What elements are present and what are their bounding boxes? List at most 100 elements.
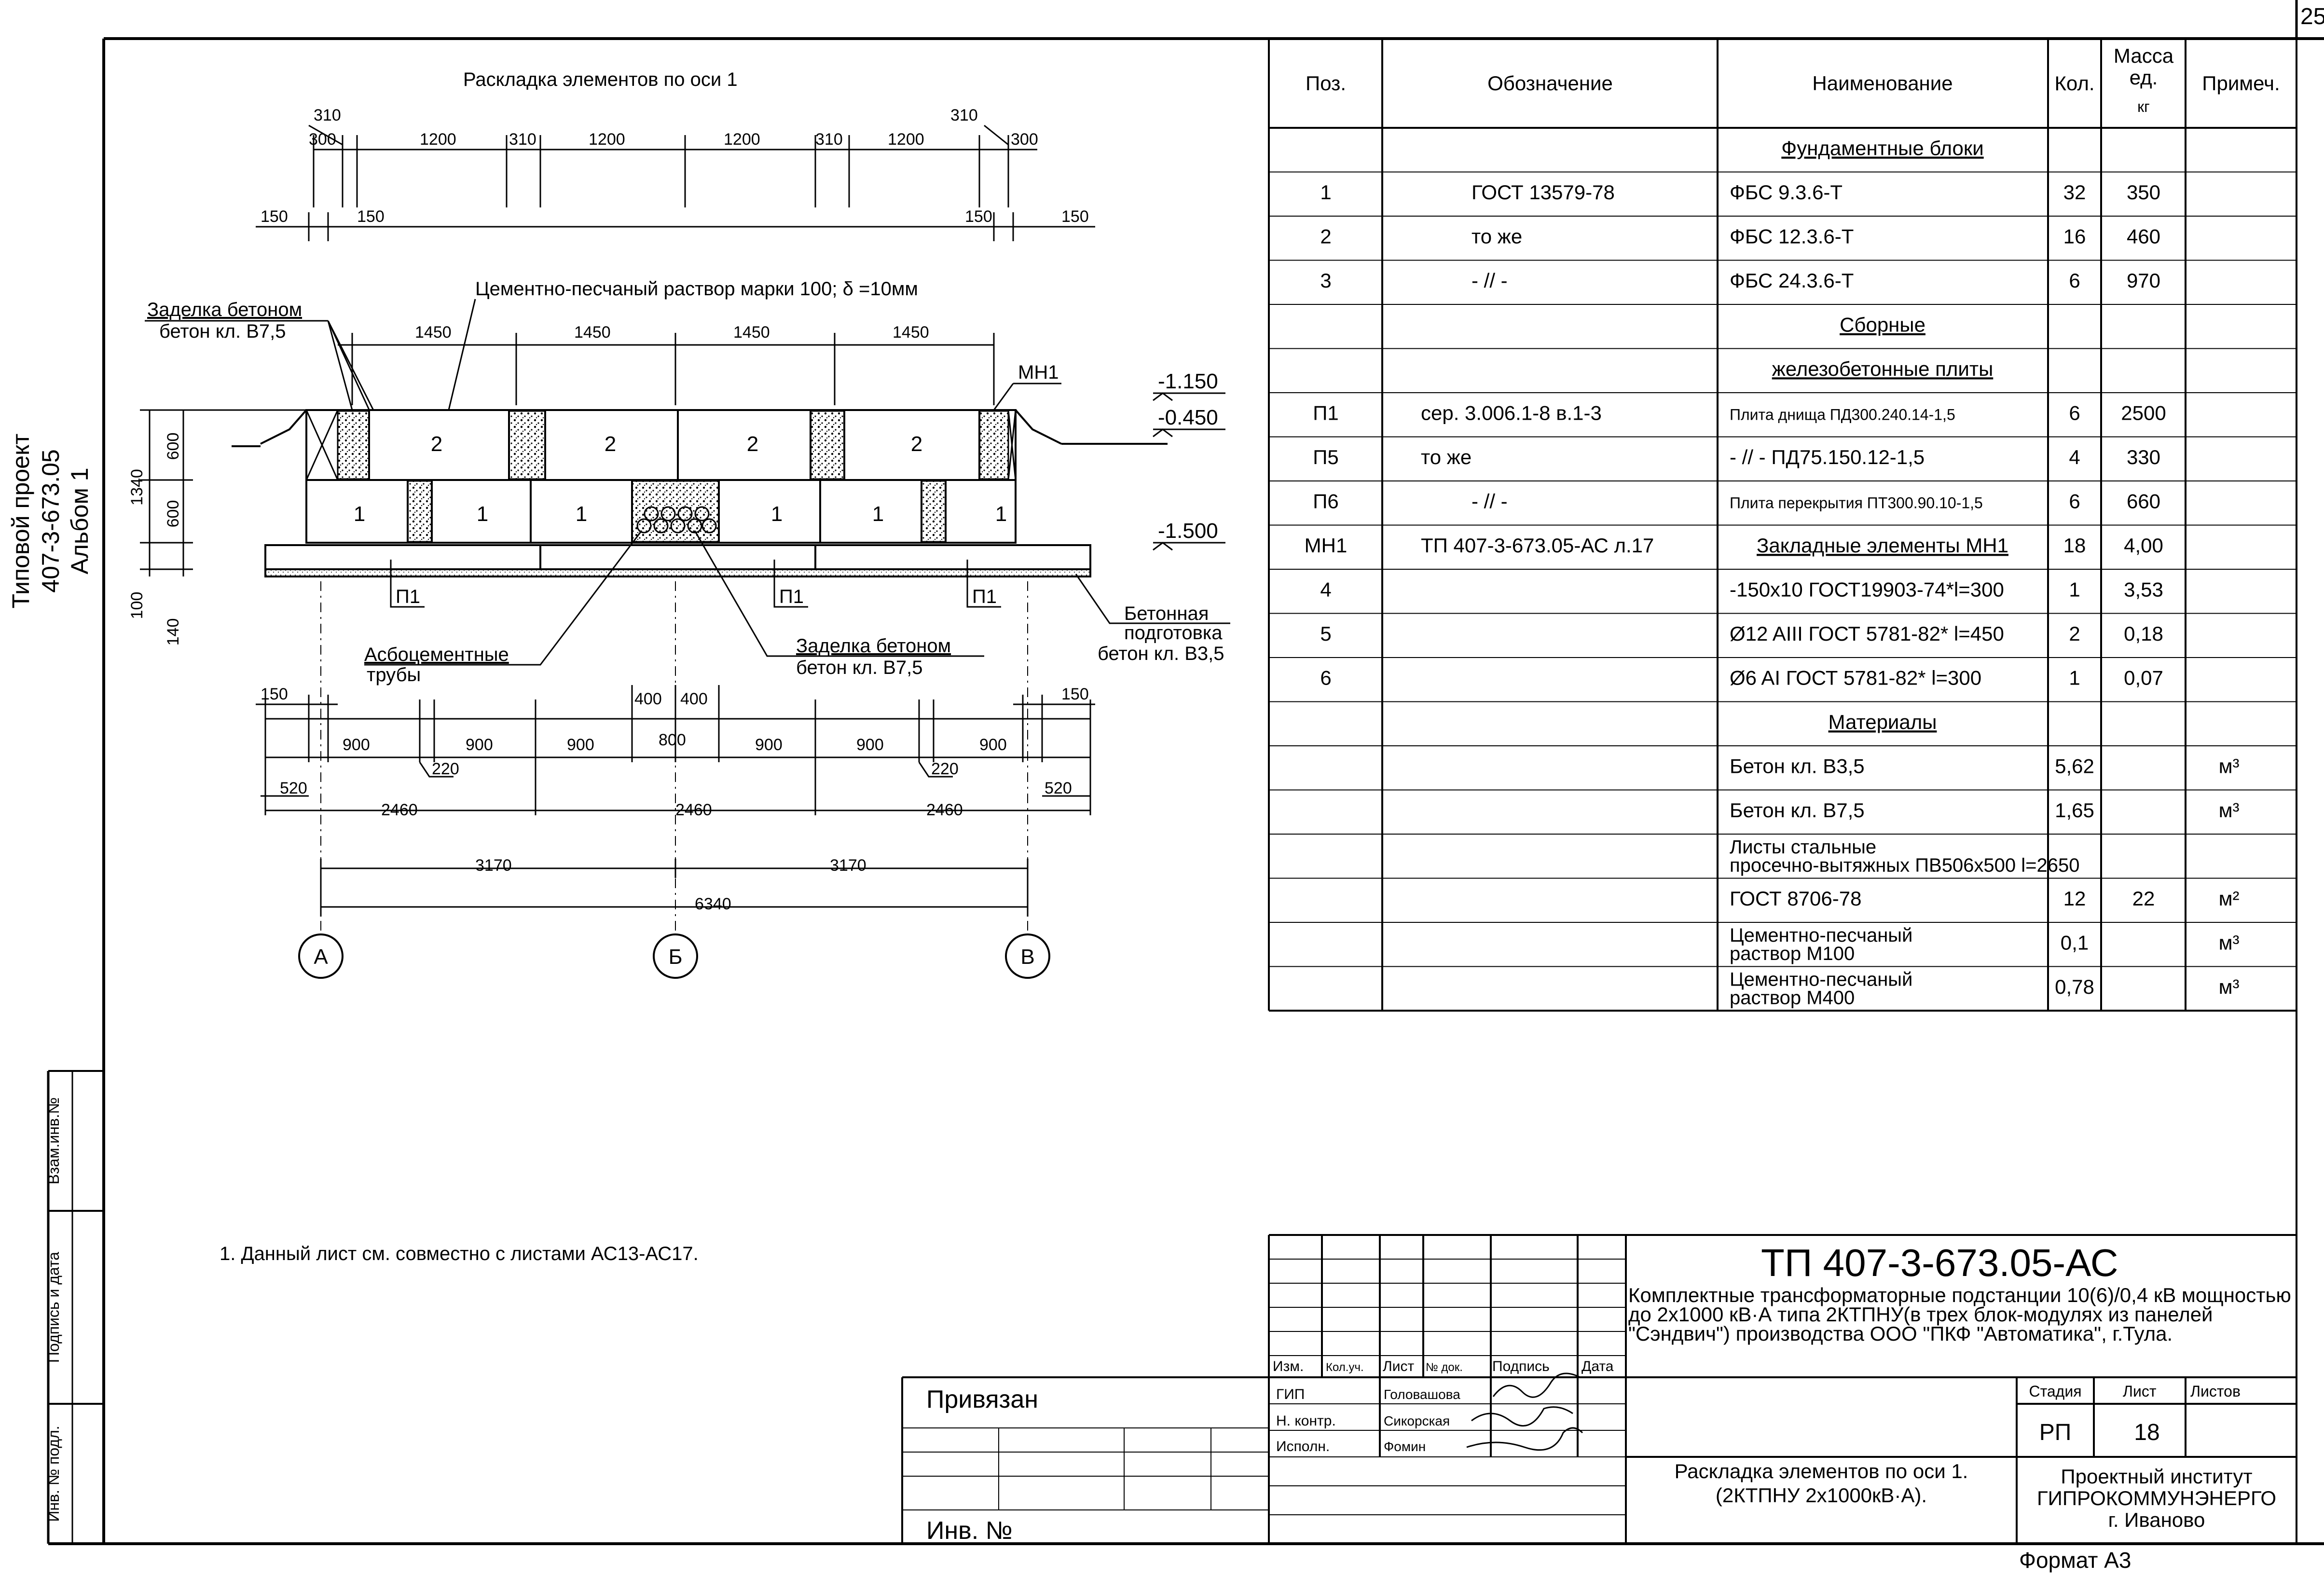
dim-520-a: 520: [280, 779, 307, 797]
dim-310-2: 310: [509, 130, 536, 149]
th-mass-3: кг: [2137, 98, 2150, 115]
table-cell-qty: 18: [2063, 534, 2086, 557]
table-cell-qty: 1,65: [2055, 799, 2094, 822]
dim-6340: 6340: [695, 895, 731, 913]
table-cell-pos: 4: [1320, 578, 1331, 601]
sheet-title-wrap: Раскладка элементов по оси 1. (2КТПНУ 2х…: [1674, 1460, 1968, 1507]
th-mass-2: ед.: [2130, 66, 2158, 89]
base-slab: [264, 544, 1091, 577]
level-top: -1.150: [1158, 370, 1218, 393]
dim-1450-1: 1450: [415, 323, 452, 342]
block-numbers: 2 2 2 2 1 1 1 1 1 1: [354, 432, 1007, 526]
col-data: Дата: [1581, 1358, 1614, 1374]
table-cell-qty: 6: [2069, 490, 2080, 513]
table-cell-pos: 6: [1320, 667, 1331, 689]
sheet-header: Лист: [2123, 1383, 2157, 1400]
ground-lines: [232, 409, 1168, 447]
table-cell-name: железобетонные плиты: [1772, 357, 1994, 380]
table-cell-qty: 5,62: [2055, 755, 2094, 778]
sheets-header: Листов: [2190, 1383, 2241, 1400]
table-cell-note: м³: [2219, 975, 2240, 998]
spec-table-header: Поз. Обозначение Наименование Кол. Масса…: [1306, 44, 2280, 115]
title-block-thin: [902, 1259, 1626, 1515]
dim-520-b: 520: [1045, 779, 1072, 797]
dim-1450-4: 1450: [893, 323, 929, 342]
table-cell-pos: П5: [1313, 446, 1339, 468]
dim-300-right: 300: [1011, 130, 1038, 149]
table-cell-name: Бетон кл. В3,5: [1730, 755, 1865, 778]
table-cell-name: -150х10 ГОСТ19903-74*l=300: [1730, 578, 2004, 601]
dim-310-left: 310: [314, 106, 341, 124]
dim-1200-3: 1200: [724, 130, 760, 149]
title-block-cols: Изм. Кол.уч. Лист № док. Подпись Дата ГИ…: [1273, 1358, 1614, 1454]
mn1-label: МН1: [1018, 362, 1059, 383]
table-cell-note: м³: [2219, 755, 2240, 778]
privyazan: Привязан: [926, 1385, 1038, 1413]
title-block-frame: [901, 1234, 2296, 1544]
dim-2460-a: 2460: [381, 801, 418, 819]
table-cell-qty: 1: [2069, 578, 2080, 601]
table-cell-pos: П6: [1313, 490, 1339, 513]
block-2-b: 2: [605, 432, 616, 456]
prep-label-1: Бетонная: [1124, 603, 1209, 624]
th-mass-1: Масса: [2114, 44, 2174, 67]
stamp-desc-wrap: Комплектные трансформаторные подстанции …: [1628, 1286, 2291, 1345]
axis-b: Б: [669, 945, 683, 969]
dim-900-5: 900: [856, 736, 884, 754]
vertical-line-3: Альбом 1: [66, 467, 93, 574]
level-marks: [1153, 392, 1225, 551]
table-cell-name: ФБС 9.3.6-Т: [1730, 181, 1843, 204]
general-note: 1. Данный лист см. совместно с листами А…: [220, 1243, 699, 1264]
table-cell-name: Материалы: [1829, 711, 1937, 733]
dim-1450-chain: [338, 333, 995, 405]
table-cell-desig: - // -: [1471, 269, 1508, 292]
fill-left-label-2: бетон кл. В7,5: [159, 321, 286, 342]
table-cell-note: м³: [2219, 799, 2240, 822]
dim-310-right: 310: [950, 106, 978, 124]
org-line-1: Проектный институт: [2061, 1465, 2252, 1488]
table-cell-pos: МН1: [1305, 534, 1348, 557]
fill-left-label-1: Заделка бетоном: [147, 299, 302, 320]
block-2-d: 2: [911, 432, 922, 456]
dim-800: 800: [659, 731, 686, 749]
table-cell-qty: 2: [2069, 622, 2080, 645]
axis-lines: [320, 581, 1028, 931]
dim-1450-2: 1450: [574, 323, 611, 342]
person-fomin: Фомин: [1384, 1439, 1426, 1454]
table-cell-mass: 350: [2127, 181, 2160, 204]
table-cell-qty: 16: [2063, 225, 2086, 248]
dim-310-3: 310: [815, 130, 843, 149]
table-cell-pos: 1: [1320, 181, 1331, 204]
p1-labels: П1 П1 П1: [396, 586, 997, 607]
sheet-title: Раскладка элементов по оси 1. (2КТПНУ 2х…: [1674, 1460, 1968, 1507]
prep-label-2: подготовка: [1124, 622, 1223, 644]
p1-label-b: П1: [779, 586, 804, 607]
fill-mid-label-2: бетон кл. В7,5: [796, 657, 923, 678]
table-cell-name: Закладные элементы МН1: [1757, 534, 2008, 557]
dim-1200-4: 1200: [888, 130, 924, 149]
block-1-a: 1: [354, 502, 365, 526]
th-desig: Обозначение: [1487, 72, 1613, 95]
table-cell-desig: сер. 3.006.1-8 в.1-3: [1421, 402, 1602, 425]
table-cell-mass: 460: [2127, 225, 2160, 248]
table-cell-mass: 660: [2127, 490, 2160, 513]
table-cell-name: Бетон кл. В7,5: [1730, 799, 1865, 822]
bottom-dim-labels: 150 150 400 400 900 900 900 800 900 900 …: [261, 685, 1089, 913]
vertical-line-1: Типовой проект: [7, 434, 34, 609]
col-kolvo: Кол.уч.: [1326, 1361, 1364, 1374]
col-izm: Изм.: [1273, 1358, 1304, 1374]
table-cell-qty: 1: [2069, 667, 2080, 689]
dim-150-br: 150: [1061, 685, 1089, 703]
person-golovashova: Головашова: [1384, 1387, 1460, 1402]
table-cell-qty: 6: [2069, 402, 2080, 425]
stamp-description: Комплектные трансформаторные подстанции …: [1628, 1286, 2291, 1345]
signatures: [1466, 1372, 1583, 1451]
wall-crosses: [305, 410, 1017, 480]
table-cell-name: - // - ПД75.150.12-1,5: [1730, 446, 1925, 468]
axis-v: В: [1020, 945, 1034, 969]
table-cell-desig: ГОСТ 13579-78: [1471, 181, 1615, 204]
table-cell-mass: 3,53: [2124, 578, 2163, 601]
